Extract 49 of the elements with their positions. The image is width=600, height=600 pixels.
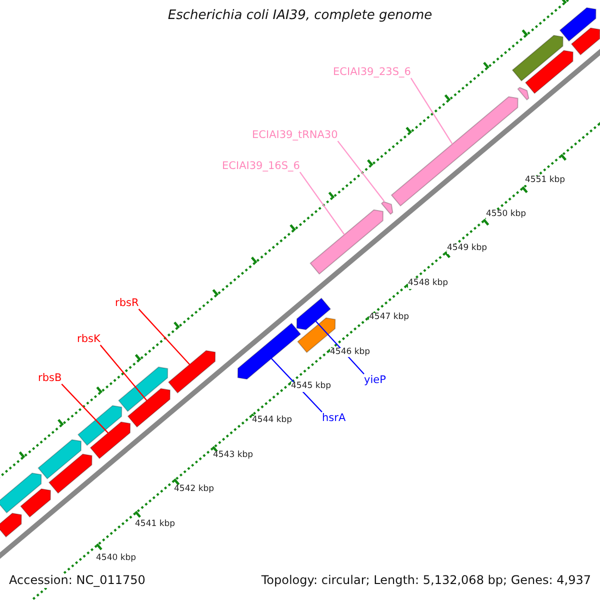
leader-line xyxy=(337,140,385,202)
leader-line xyxy=(61,384,108,434)
gene-block xyxy=(20,488,51,518)
gene-block xyxy=(390,96,518,207)
scale-label: 4543 kbp xyxy=(213,450,254,461)
gene-block xyxy=(512,34,564,82)
leader-line xyxy=(138,308,190,365)
gene-label: rbsB xyxy=(38,372,62,384)
accession-note: Accession: NC_011750 xyxy=(9,574,146,588)
gene-label: rbsK xyxy=(77,333,100,346)
gene-block xyxy=(0,472,42,514)
scale-label: 4548 kbp xyxy=(408,278,448,289)
scale-label: 4544 kbp xyxy=(252,416,292,426)
scale-label: 4551 kbp xyxy=(525,176,566,186)
gene-block xyxy=(237,322,302,380)
gene-block xyxy=(517,86,530,100)
leader-line xyxy=(100,344,148,401)
gene-block xyxy=(90,421,131,460)
gene-block xyxy=(524,50,574,94)
leader-line xyxy=(299,172,345,235)
title: Escherichia coli IAI39, complete genome xyxy=(166,9,434,24)
gene-label: ECIAI39_tRNA30 xyxy=(252,129,338,142)
gene-block xyxy=(118,366,168,412)
scale-label: 4546 kbp xyxy=(330,348,370,358)
scale-label: 4542 kbp xyxy=(174,485,214,495)
gene-block xyxy=(0,512,22,538)
gene-block xyxy=(77,405,122,446)
gene-label: yieP xyxy=(364,374,386,386)
gene-block xyxy=(310,209,384,275)
scale-label: 4550 kbp xyxy=(486,210,526,220)
gene-block xyxy=(570,27,600,56)
gene-label: ECIAI39_23S_6 xyxy=(333,66,411,78)
scale-label: 4545 kbp xyxy=(291,382,332,392)
gene-block xyxy=(296,298,332,330)
gene-block xyxy=(168,350,216,394)
leader-line xyxy=(410,78,453,144)
scale-label: 4541 kbp xyxy=(135,520,176,530)
gene-label: ECIAI39_16S_6 xyxy=(222,160,300,172)
gene-block xyxy=(559,7,596,42)
gene-block xyxy=(48,454,92,494)
scale-label: 4547 kbp xyxy=(369,313,410,323)
scale-label: 4549 kbp xyxy=(447,244,488,254)
gene-label: rbsR xyxy=(115,297,139,310)
scale-label: 4540 kbp xyxy=(96,554,136,564)
gene-block xyxy=(380,201,394,215)
gene-block xyxy=(127,388,170,428)
gene-block xyxy=(38,439,82,480)
gene-label: hsrA xyxy=(322,412,346,424)
genome-summary: Topology: circular; Length: 5,132,068 bp; Genes: 4,937 xyxy=(261,574,591,588)
